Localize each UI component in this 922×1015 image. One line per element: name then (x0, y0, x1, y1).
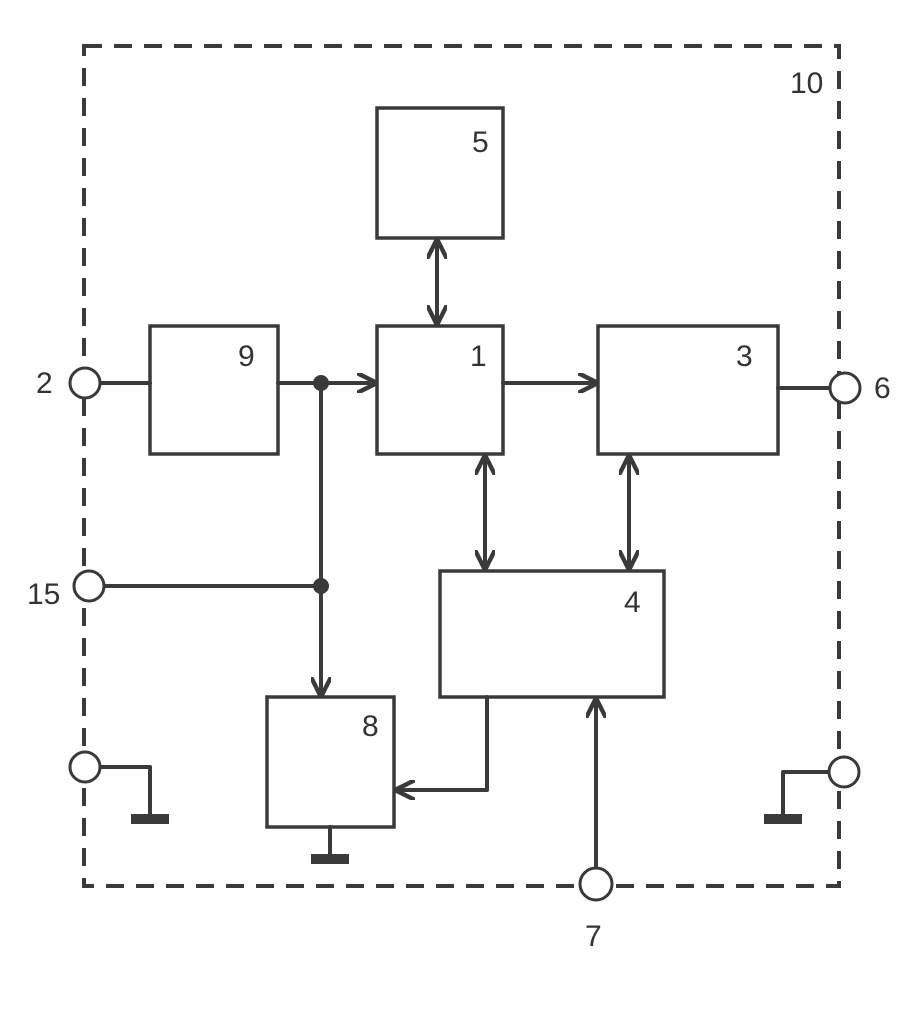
block-5-label: 5 (472, 126, 489, 159)
ground-left-symbol (131, 814, 169, 824)
terminal-6 (830, 373, 860, 403)
ground-right-wire (783, 772, 829, 816)
ground-right-symbol (764, 814, 802, 824)
terminal-2 (70, 368, 100, 398)
terminal-ground-left (70, 752, 100, 782)
block-9-label: 9 (238, 340, 255, 373)
block-1: 1 (377, 326, 503, 454)
arrow-4-to-8 (397, 697, 487, 790)
terminal-2-label: 2 (36, 367, 53, 400)
block-8-label: 8 (362, 710, 379, 743)
block-8: 8 (267, 697, 394, 827)
terminal-ground-right (829, 757, 859, 787)
terminal-15-label: 15 (27, 578, 60, 611)
block-3: 3 (598, 326, 778, 454)
ground-left-wire (100, 767, 150, 816)
terminal-7 (580, 868, 612, 900)
block-4-label: 4 (624, 586, 641, 619)
block-1-label: 1 (470, 340, 487, 373)
junction-top (313, 375, 329, 391)
block-9: 9 (150, 326, 278, 454)
block-3-label: 3 (736, 340, 753, 373)
terminal-6-label: 6 (874, 372, 891, 405)
block-5: 5 (377, 108, 503, 238)
terminal-15 (74, 571, 104, 601)
block-4: 4 (440, 571, 664, 697)
terminal-7-label: 7 (585, 920, 602, 953)
ground-block-8-symbol (311, 854, 349, 864)
enclosure-label: 10 (790, 67, 823, 100)
junction-bottom (313, 578, 329, 594)
